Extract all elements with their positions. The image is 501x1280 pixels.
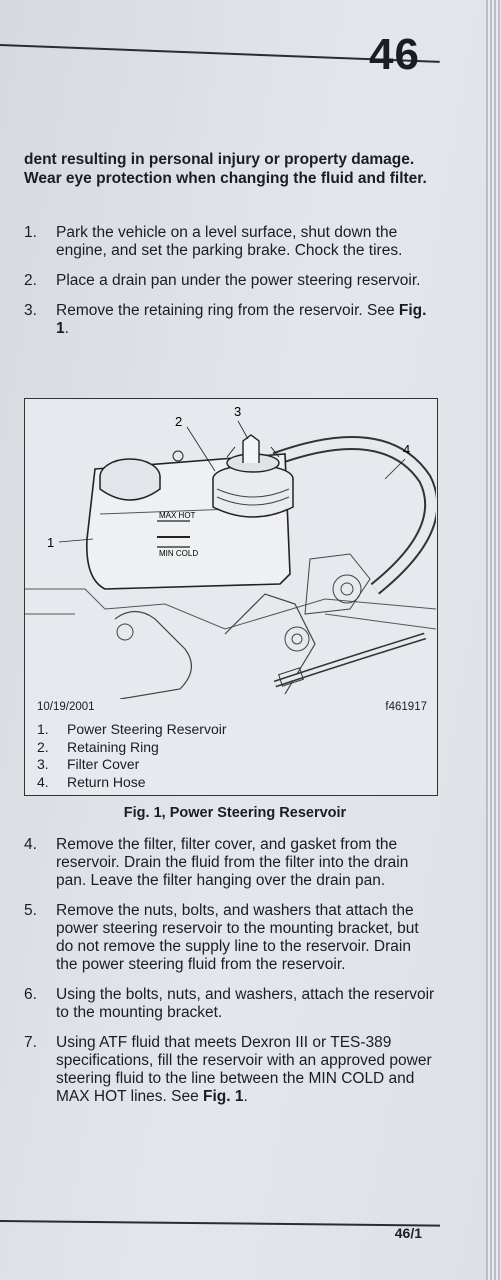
- step-number: 5.: [24, 902, 37, 919]
- page-stack-edge: [486, 0, 501, 1280]
- steps-list-after: 4. Remove the filter, filter cover, and …: [24, 836, 436, 1118]
- footer-rule: [0, 1220, 440, 1227]
- step-text: Park the vehicle on a level surface, shu…: [56, 224, 403, 259]
- figure-code: f461917: [385, 701, 427, 713]
- legend-item: 1.Power Steering Reservoir: [37, 721, 227, 737]
- legend-item: 2.Retaining Ring: [37, 738, 159, 755]
- callout-4: 4: [403, 442, 410, 457]
- step-text: Remove the retaining ring from the reser…: [56, 302, 427, 337]
- step-text: Remove the nuts, bolts, and washers that…: [56, 902, 419, 973]
- callout-1: 1: [47, 535, 54, 550]
- max-hot-label: MAX HOT: [159, 511, 196, 520]
- figure-caption: Fig. 1, Power Steering Reservoir: [123, 805, 347, 821]
- figure-reference-link[interactable]: Fig. 1: [56, 302, 427, 337]
- step-number: 6.: [24, 986, 37, 1003]
- legend-item: 4.Return Hose: [37, 773, 146, 790]
- step-number: 7.: [24, 1034, 37, 1051]
- step-item: 1. Park the vehicle on a level surface, …: [24, 224, 436, 260]
- figure-box: MAX HOT MIN COLD 1 2 3 4 10/19/2001 f461…: [24, 398, 438, 796]
- step-text: Place a drain pan under the power steeri…: [56, 272, 421, 289]
- legend-item: 3.Filter Cover: [37, 756, 140, 772]
- step-item: 3. Remove the retaining ring from the re…: [24, 302, 436, 338]
- step-number: 3.: [24, 302, 37, 319]
- callout-3: 3: [234, 404, 241, 419]
- step-item: 2. Place a drain pan under the power ste…: [24, 272, 436, 290]
- step-text: Using ATF fluid that meets Dexron III or…: [56, 1034, 432, 1105]
- step-item: 7. Using ATF fluid that meets Dexron III…: [24, 1034, 436, 1106]
- manual-page: 46 dent resulting in personal injury or …: [0, 0, 486, 1280]
- page-number: 46: [369, 30, 420, 79]
- step-text: Using the bolts, nuts, and washers, atta…: [56, 986, 435, 1021]
- step-item: 4. Remove the filter, filter cover, and …: [24, 836, 436, 890]
- figure-legend: 1.Power Steering Reservoir 2.Retaining R…: [37, 721, 227, 791]
- footer-page-reference: 46/1: [394, 1225, 422, 1241]
- step-number: 2.: [24, 272, 37, 289]
- step-number: 1.: [24, 224, 37, 241]
- step-number: 4.: [24, 836, 37, 853]
- figure-reference-link[interactable]: Fig. 1: [203, 1088, 244, 1105]
- step-item: 5. Remove the nuts, bolts, and washers t…: [24, 902, 436, 974]
- min-cold-label: MIN COLD: [159, 549, 198, 558]
- steps-list-before: 1. Park the vehicle on a level surface, …: [24, 224, 436, 350]
- warning-text: dent resulting in personal injury or pro…: [24, 151, 427, 187]
- callout-2: 2: [175, 414, 182, 429]
- figure-date: 10/19/2001: [37, 701, 95, 713]
- step-item: 6. Using the bolts, nuts, and washers, a…: [24, 986, 436, 1022]
- power-steering-reservoir-illustration: MAX HOT MIN COLD 1 2 3 4: [25, 404, 436, 699]
- step-text: Remove the filter, filter cover, and gas…: [56, 836, 409, 889]
